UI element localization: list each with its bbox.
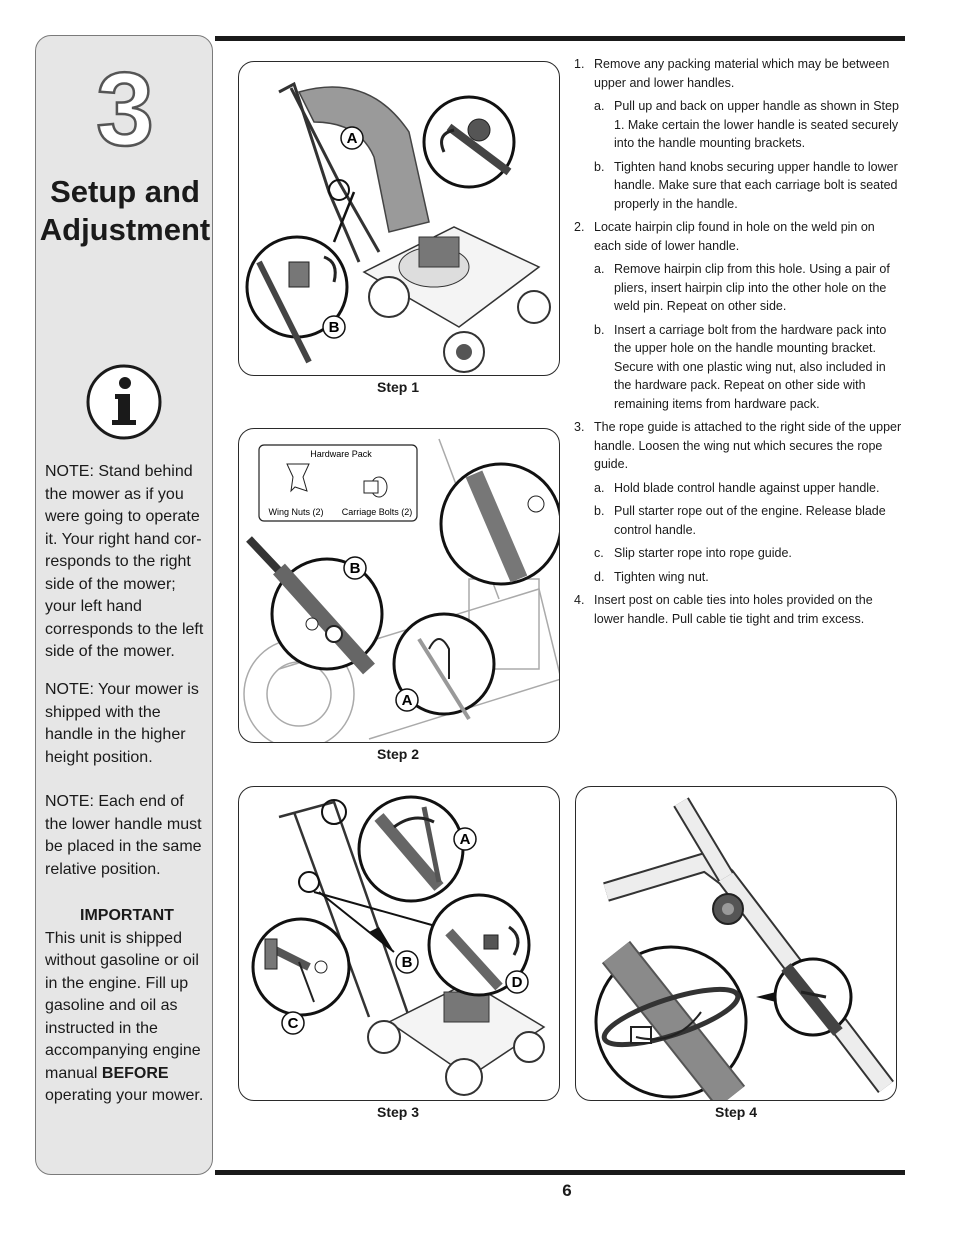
page-number: 6 (562, 1181, 572, 1200)
top-rule (215, 36, 905, 41)
label-c: C (288, 1015, 299, 1032)
substep-letter: d. (594, 569, 605, 584)
step-text: Locate hairpin clip found in hole on the… (594, 220, 875, 253)
substep-text: Pull up and back on upper handle as show… (614, 99, 899, 150)
step-text: The rope guide is attached to the right … (594, 420, 902, 471)
substep-letter: a. (594, 262, 605, 276)
label-c-badge (281, 1011, 305, 1035)
step-text: Insert post on cable ties into holes pro… (594, 593, 873, 626)
substep-letter: b. (594, 159, 605, 174)
wing-nuts-label: Wing Nuts (2) (268, 507, 323, 517)
note-stand-behind: NOTE: Stand behind the mower as if you w… (45, 463, 204, 660)
instruction-step-3: 3. The rope guide is attached to the rig… (574, 418, 904, 474)
label-b: B (350, 560, 361, 577)
step-number: 2. (574, 220, 585, 234)
substep-text: Slip starter rope into rope guide. (614, 546, 792, 560)
carriage-bolts-label: Carriage Bolts (2) (342, 507, 413, 517)
step2-caption: Step 2 (376, 746, 419, 762)
substep-text: Tighten wing nut. (614, 569, 709, 584)
step4-illustration (575, 786, 897, 1101)
important-before-emphasis: BEFORE (101, 1064, 169, 1082)
substep-text: Insert a carriage bolt from the hardware… (614, 322, 887, 411)
step2-illustration: Hardware Pack Wing Nuts (2) Carriage Bol… (238, 428, 560, 743)
chapter-number: 3 (95, 52, 155, 168)
substep-letter: b. (594, 322, 605, 337)
instruction-substep: b. Insert a carriage bolt from the hardw… (574, 321, 904, 414)
instruction-substep: b. Tighten hand knobs securing upper han… (574, 158, 904, 214)
step-number: 3. (574, 420, 585, 434)
instruction-step-1: 1. Remove any packing material which may… (574, 55, 904, 92)
substep-text: Pull starter rope out of the engine. Rel… (614, 504, 886, 537)
step-text: Remove any packing material which may be… (594, 57, 890, 90)
important-notice: IMPORTANT This unit is shipped without ga… (45, 905, 210, 1108)
label-a: A (347, 130, 358, 147)
step3-illustration: A B C D (238, 786, 560, 1101)
section-title-line1: Setup and (50, 174, 200, 209)
label-a: A (460, 831, 471, 848)
instruction-step-2: 2. Locate hairpin clip found in hole on … (574, 218, 904, 255)
step1-caption: Step 1 (376, 379, 419, 395)
rotate-arrow-shape (297, 86, 430, 233)
substep-letter: a. (594, 480, 605, 495)
section-title-line2: Adjustment (39, 212, 211, 247)
label-a-badge (453, 827, 477, 851)
label-b-badge (395, 950, 419, 974)
step4-caption: Step 4 (714, 1104, 757, 1120)
bottom-rule (215, 1170, 905, 1175)
substep-text: Remove hairpin clip from this hole. Usin… (614, 262, 890, 313)
substep-text: Tighten hand knobs securing upper handle… (614, 159, 898, 211)
step3-caption: Step 3 (376, 1104, 419, 1120)
label-d-badge (505, 970, 529, 994)
substep-letter: a. (594, 99, 605, 113)
hardware-pack-title: Hardware Pack (310, 449, 372, 459)
label-d: D (512, 974, 523, 991)
step1-illustration: A B (238, 61, 560, 376)
label-b: B (402, 954, 413, 971)
label-b: B (329, 319, 340, 336)
sidebar-panel: 3 Setup and Adjustment NOTE: Stand behin… (35, 35, 213, 1175)
instruction-substep: b. Pull starter rope out of the engine. … (574, 502, 904, 539)
important-text-after: operating your mower. (45, 1087, 204, 1104)
instruction-substep: c. Slip starter rope into rope guide. (574, 544, 904, 563)
label-a-badge (340, 126, 364, 150)
instruction-step-4: 4. Insert post on cable ties into holes … (574, 591, 904, 628)
section-title: Setup and Adjustment (36, 173, 214, 249)
substep-letter: c. (594, 546, 604, 560)
label-b-badge (322, 315, 346, 339)
instructions-list: 1. Remove any packing material which may… (574, 55, 904, 633)
instruction-substep: d. Tighten wing nut. (574, 568, 904, 587)
step-number: 4. (574, 593, 585, 607)
step-number: 1. (574, 57, 585, 71)
label-b-badge (343, 556, 367, 580)
instruction-substep: a. Pull up and back on upper handle as s… (574, 97, 904, 153)
substep-letter: b. (594, 504, 605, 518)
important-text-before: This unit is shipped without gasoline or… (45, 929, 201, 1082)
instruction-substep: a. Remove hairpin clip from this hole. U… (574, 260, 904, 316)
instruction-substep: a. Hold blade control handle against upp… (574, 479, 904, 498)
info-icon (86, 364, 162, 440)
callout-rope-guide (427, 893, 531, 997)
important-heading: IMPORTANT (80, 907, 174, 924)
label-a-badge (395, 688, 419, 712)
note-handle-height: NOTE: Your mower is shipped with the han… (45, 681, 199, 766)
note-lower-handle: NOTE: Each end of the lower handle must … (45, 793, 202, 878)
label-a: A (402, 692, 413, 709)
substep-text: Hold blade control handle against upper … (614, 480, 880, 495)
